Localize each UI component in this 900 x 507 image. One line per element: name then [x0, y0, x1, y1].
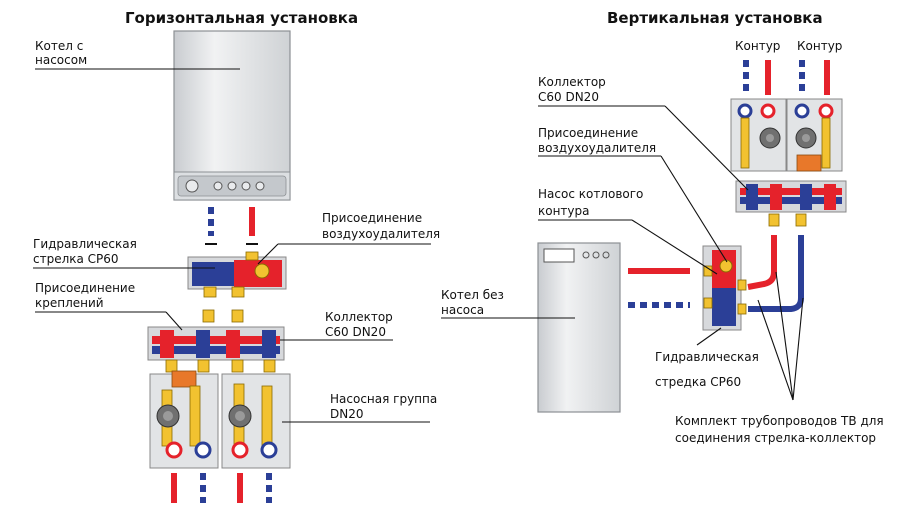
pump-group-vertical-left [730, 98, 787, 172]
label-boiler-circuit-pump: Насос котлового контура [538, 187, 718, 275]
pump-group-vertical-right [786, 98, 843, 172]
label-boiler-with-pump: Котел с насосом [35, 39, 240, 70]
label-pump-group: Насосная группа DN20 [282, 392, 437, 423]
pump-group-right [221, 373, 291, 469]
svg-text:воздухоудалителя: воздухоудалителя [322, 227, 440, 241]
svg-text:С60 DN20: С60 DN20 [325, 325, 386, 339]
svg-text:Присоединение: Присоединение [538, 126, 638, 140]
kit-pipe-supply [747, 235, 777, 290]
label-boiler-without-pump: Котел без насоса [441, 288, 575, 319]
svg-text:Коллектор: Коллектор [538, 75, 606, 89]
label-circuit-right: Контур [797, 39, 842, 53]
label-mounting-connection: Присоединение креплений [35, 281, 183, 331]
label-hydraulic-separator-horizontal: Гидравлическая стрелка СР60 [33, 237, 215, 269]
title-horizontal: Горизонтальная установка [125, 9, 358, 27]
svg-text:стрелка СР60: стрелка СР60 [33, 252, 119, 266]
svg-text:контура: контура [538, 204, 590, 218]
svg-text:DN20: DN20 [330, 407, 364, 421]
kit-pipe-return [748, 235, 804, 312]
svg-text:Гидравлическая: Гидравлическая [33, 237, 137, 251]
label-hydraulic-separator-vertical: Гидравлическая стредка СР60 [655, 327, 759, 389]
svg-text:Присоединение: Присоединение [35, 281, 135, 295]
label-air-vent-horizontal: Присоединение воздухоудалителя [257, 211, 440, 265]
svg-text:насоса: насоса [441, 303, 484, 317]
label-collector-vertical: Коллектор С60 DN20 [538, 75, 749, 191]
title-vertical: Вертикальная установка [607, 9, 823, 27]
svg-text:Комплект трубопроводов ТВ для: Комплект трубопроводов ТВ для [675, 414, 884, 428]
svg-text:соединения стрелка-коллектор: соединения стрелка-коллектор [675, 431, 876, 445]
boiler-without-pump [537, 242, 621, 413]
svg-text:стредка СР60: стредка СР60 [655, 375, 741, 389]
label-pipe-kit: Комплект трубопроводов ТВ для соединения… [675, 271, 884, 445]
collector-horizontal [147, 326, 285, 373]
hydraulic-separator-horizontal [187, 251, 287, 298]
label-air-vent-vertical: Присоединение воздухоудалителя [538, 126, 728, 263]
svg-text:Котел без: Котел без [441, 288, 504, 302]
svg-text:Коллектор: Коллектор [325, 310, 393, 324]
collector-vertical [735, 180, 847, 227]
svg-text:Гидравлическая: Гидравлическая [655, 350, 759, 364]
svg-text:насосом: насосом [35, 53, 87, 67]
svg-text:Насос котлового: Насос котлового [538, 187, 643, 201]
label-circuit-left: Контур [735, 39, 780, 53]
svg-text:Насосная группа: Насосная группа [330, 392, 437, 406]
svg-text:Котел с: Котел с [35, 39, 83, 53]
boiler-with-pump [173, 30, 291, 201]
svg-text:Присоединение: Присоединение [322, 211, 422, 225]
svg-text:воздухоудалителя: воздухоудалителя [538, 141, 656, 155]
svg-text:креплений: креплений [35, 296, 104, 310]
pump-group-left [149, 370, 219, 469]
label-collector-horizontal: Коллектор С60 DN20 [280, 310, 393, 341]
svg-text:С60 DN20: С60 DN20 [538, 90, 599, 104]
